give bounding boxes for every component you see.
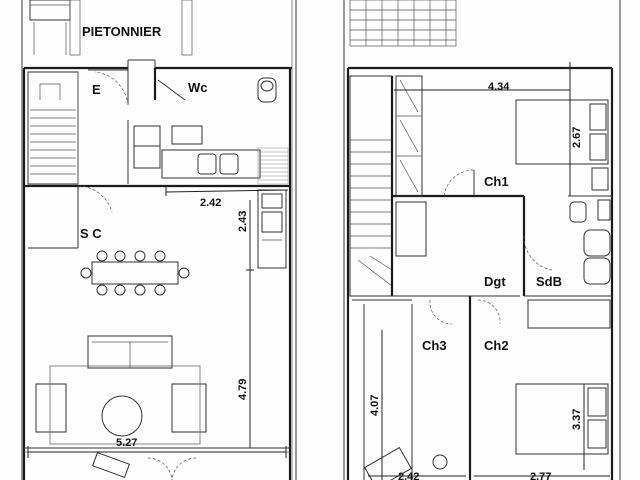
living-room-label: S C [80,226,102,241]
bedroom2-label: Ch2 [484,338,509,353]
bathtub [527,299,611,329]
kitchen-counter [171,125,203,145]
dim-ch1-width: 4.34 [488,81,510,93]
dim-ch2-length: 3.37 [571,409,583,430]
entry-label: E [92,82,101,97]
sofa [87,335,173,369]
dining-table [80,250,190,296]
bath-toilet [569,201,587,223]
staircase [30,83,76,175]
dim-ch1-depth: 2.67 [571,127,583,148]
dim-kitchen-width: 2.42 [200,197,221,209]
ground-floor-plan: PIETONNIER E Wc S C 2.42 2.43 4.79 5.27 [21,0,297,480]
dim-lines-ground [27,186,289,458]
dim-ch3-length: 4.07 [369,395,381,416]
coffee-table [101,395,143,437]
upper-staircase [350,139,393,287]
bathroom-label: SdB [536,274,562,289]
bed-ch1 [515,99,609,191]
bed-ch2 [515,383,609,455]
dim-kitchen-depth: 2.43 [237,211,249,232]
wc-toilet [257,77,277,103]
dim-ch3-width: 2.42 [398,471,419,480]
dim-ch2-width: 2.77 [530,471,551,480]
street-label: PIETONNIER [82,24,162,39]
wc-label: Wc [188,80,208,95]
bath-sink [583,229,611,257]
upper-floor-plan: 4.34 2.67 Ch1 Dgt SdB Ch3 Ch2 4.07 3.37 … [343,0,621,480]
bedroom3-label: Ch3 [422,338,447,353]
dim-living-length: 4.79 [237,379,249,400]
dim-living-width: 5.27 [116,437,137,449]
entry-door [88,68,129,106]
bedroom1-label: Ch1 [484,174,509,189]
hall-label: Dgt [484,274,506,289]
kitchen-sink [197,153,217,175]
